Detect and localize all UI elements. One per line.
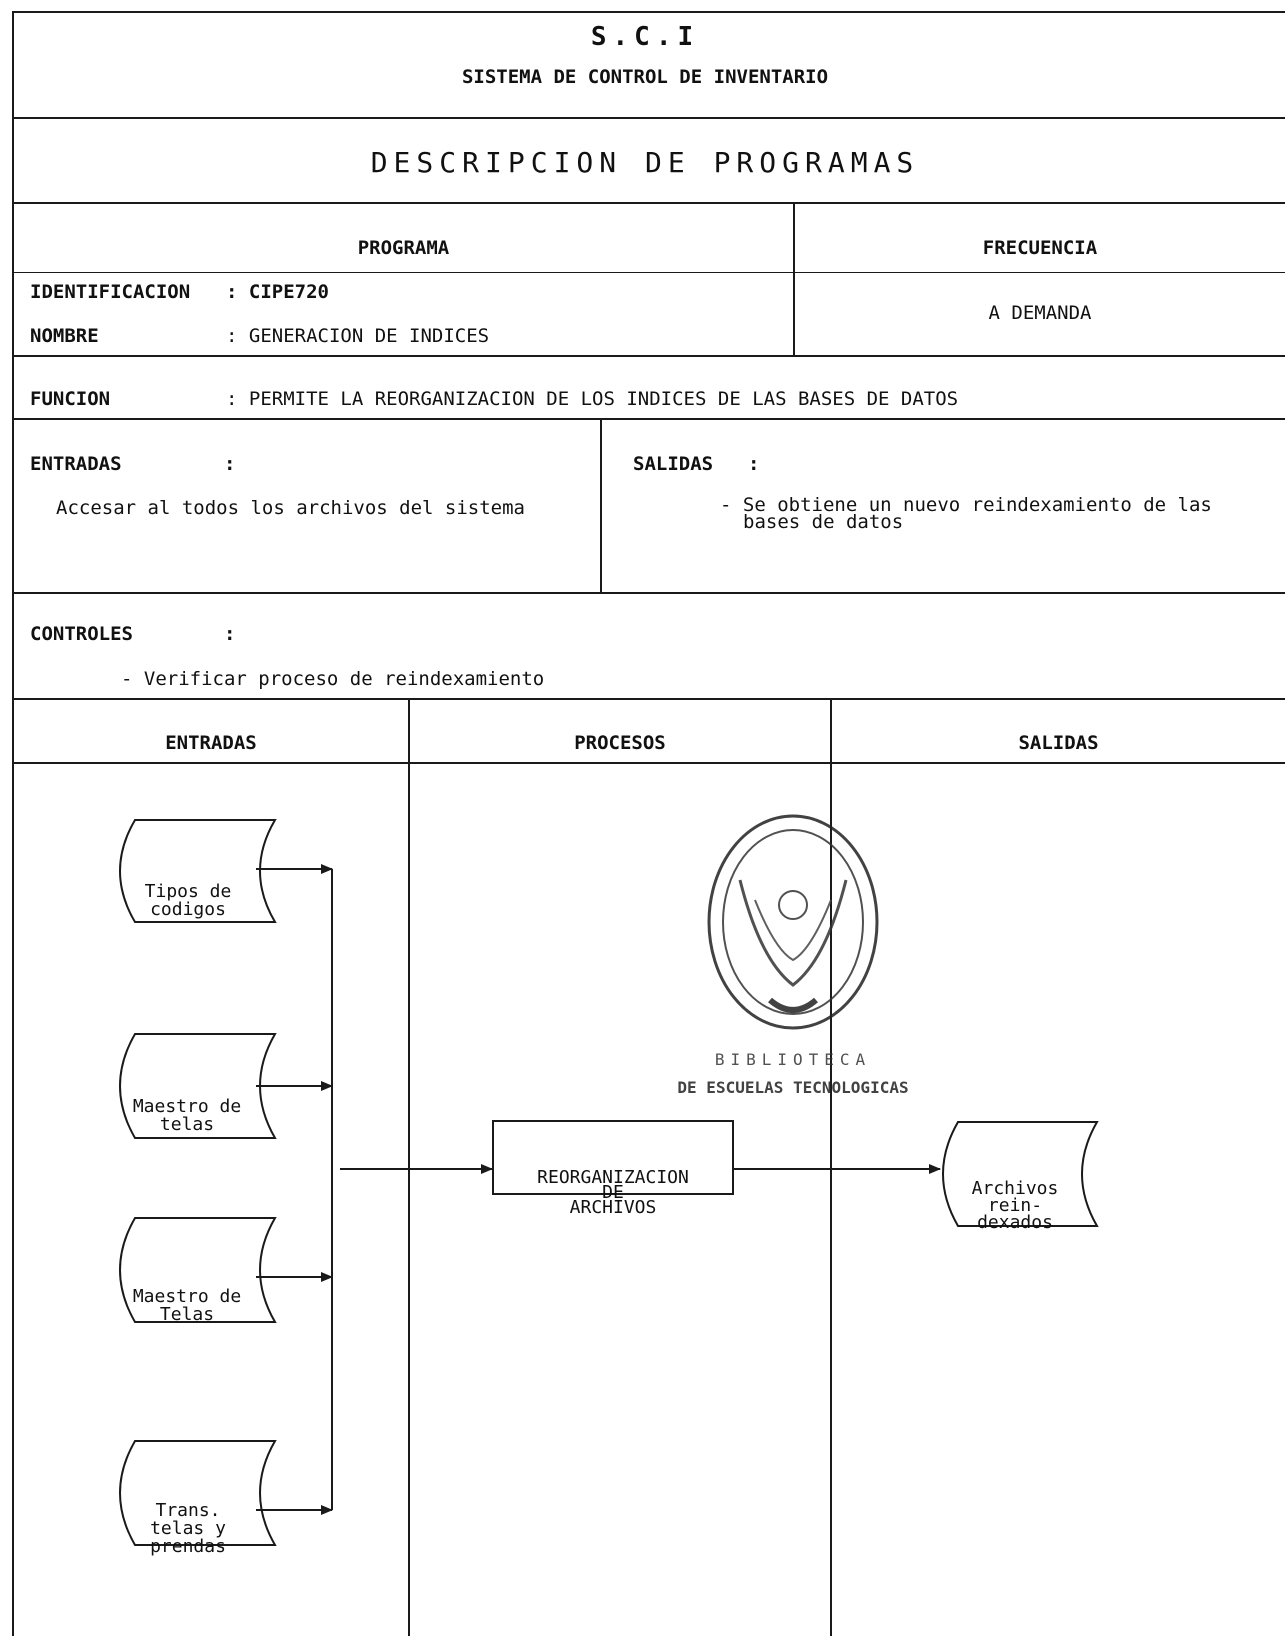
header-system-name: SISTEMA DE CONTROL DE INVENTARIO <box>461 66 829 88</box>
vline-diagram-1 <box>408 698 410 1636</box>
diagram-inputs-header: ENTRADAS <box>165 732 257 754</box>
rule-after-controls <box>12 698 1285 700</box>
border-left <box>12 11 14 1636</box>
rule-after-function <box>12 418 1285 420</box>
rule-diagram-header <box>12 762 1285 764</box>
inputs-colon: : <box>224 453 236 475</box>
library-stamp: BIBLIOTECA DE ESCUELAS TECNOLOGICAS <box>677 814 909 1097</box>
controls-colon: : <box>224 623 236 645</box>
identification-value: : CIPE720 <box>226 281 329 303</box>
rule-after-title <box>12 202 1285 204</box>
outputs-label: SALIDAS <box>633 453 714 475</box>
outputs-description-line2: bases de datos <box>743 511 904 533</box>
diagram-process-header: PROCESOS <box>574 732 666 754</box>
vline-diagram-2 <box>830 698 832 1636</box>
rule-after-io <box>12 592 1285 594</box>
vline-program-frequency <box>793 202 795 356</box>
function-value: : PERMITE LA REORGANIZACION DE LOS INDIC… <box>226 388 959 410</box>
name-label: NOMBRE <box>30 325 99 347</box>
frequency-column-header: FRECUENCIA <box>982 237 1098 259</box>
identification-label: IDENTIFICACION <box>30 281 191 303</box>
rule-after-program <box>12 355 1285 357</box>
function-label: FUNCION <box>30 388 111 410</box>
diagram-outputs-header: SALIDAS <box>1018 732 1099 754</box>
inputs-description: Accesar al todos los archivos del sistem… <box>56 497 525 519</box>
vline-inputs-outputs <box>600 418 602 593</box>
rule-after-header <box>12 117 1285 119</box>
program-column-header: PROGRAMA <box>357 237 450 259</box>
inputs-label: ENTRADAS <box>30 453 122 475</box>
svg-text:BIBLIOTECA: BIBLIOTECA <box>715 1050 871 1069</box>
frequency-value: A DEMANDA <box>988 302 1092 324</box>
outputs-description-line1: - Se obtiene un nuevo reindexamiento de … <box>720 494 1212 516</box>
border-top <box>12 11 1285 13</box>
controls-item: - Verificar proceso de reindexamiento <box>121 668 545 690</box>
rule-program-header <box>12 272 1285 273</box>
svg-text:DE ESCUELAS TECNOLOGICAS: DE ESCUELAS TECNOLOGICAS <box>677 1078 908 1097</box>
name-value: : GENERACION DE INDICES <box>226 325 490 347</box>
controls-label: CONTROLES <box>30 623 133 645</box>
page-title: DESCRIPCION DE PROGRAMAS <box>370 146 920 179</box>
header-acronym: S.C.I <box>590 22 700 52</box>
outputs-colon: : <box>748 453 760 475</box>
